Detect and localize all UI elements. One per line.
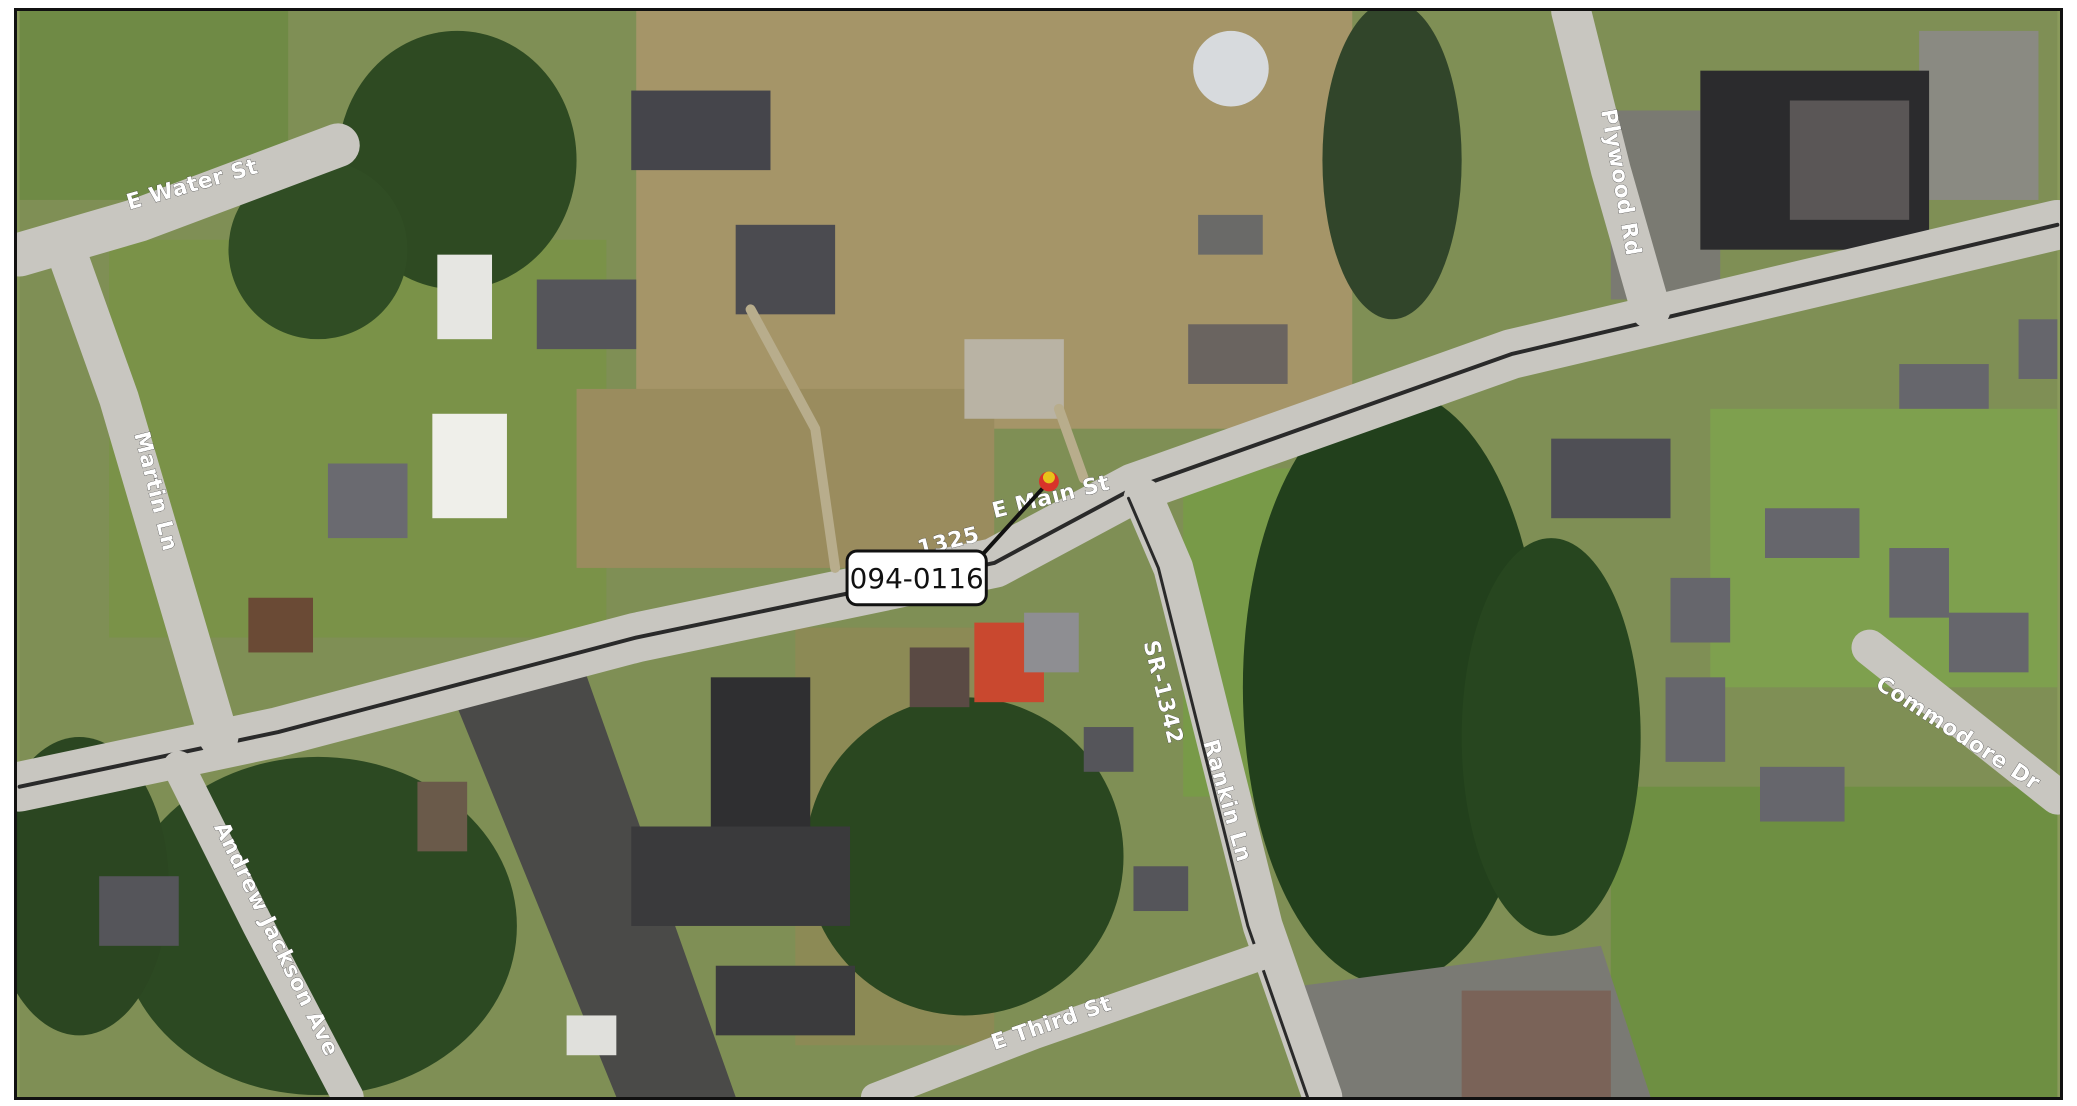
building-east-3 — [1764, 508, 1860, 558]
building-east-6 — [1670, 577, 1731, 643]
field-center — [576, 388, 995, 568]
building-east-5 — [1948, 612, 2029, 673]
building-shed-white-2 — [432, 413, 507, 519]
trees-east-belt-2 — [1461, 538, 1641, 936]
road-andrew-jackson-ave — [162, 750, 364, 1097]
road-network — [17, 11, 2060, 1097]
building-east-7 — [1665, 677, 1726, 762]
building-church-wing — [631, 826, 851, 926]
building-small-4 — [417, 781, 468, 852]
trees-northeast — [1322, 11, 1462, 320]
gravel-lot — [964, 339, 1064, 419]
trees-south-center — [805, 697, 1124, 1016]
parcel-callout-label: 094-0116 — [850, 562, 984, 595]
road-e-main-st-centerline — [17, 222, 2060, 789]
building-house-2 — [735, 224, 836, 315]
building-house-6 — [1024, 612, 1079, 673]
building-small-1 — [1198, 214, 1263, 255]
building-small-2 — [1133, 866, 1189, 912]
parcel-callout-background — [845, 549, 988, 607]
parcel-callout-box[interactable]: 094-0116 — [845, 549, 988, 607]
building-house-3 — [631, 90, 771, 171]
building-small-3 — [1083, 727, 1134, 772]
map-frame[interactable]: E Water St Martin Ln E Main St 1325 Andr… — [14, 8, 2063, 1100]
building-house-1 — [536, 279, 637, 350]
building-industrial-annex — [1789, 100, 1910, 220]
parking-lot-church — [457, 647, 736, 1097]
building-house-7 — [909, 647, 970, 708]
building-east-9 — [2018, 319, 2058, 379]
road-martin-ln — [49, 239, 239, 757]
building-east-1 — [1551, 438, 1671, 519]
road-commodore-dr — [1851, 629, 2060, 815]
road-plywood-rd — [1551, 11, 1671, 330]
building-east-4 — [1889, 548, 1949, 618]
building-east-2 — [1899, 364, 1989, 409]
building-house-4 — [327, 463, 408, 539]
trees-east-belt — [1242, 388, 1542, 986]
building-east-8 — [1760, 766, 1845, 822]
trees-west — [228, 160, 408, 340]
building-small-5 — [99, 876, 179, 946]
building-church-south — [715, 965, 856, 1036]
building-south-brown — [1461, 990, 1611, 1097]
road-rankin-ln — [1123, 478, 1343, 1097]
water-tower — [1193, 30, 1269, 107]
building-small-6 — [566, 1015, 617, 1056]
parcel-marker[interactable] — [1042, 471, 1055, 484]
callout-leader-line — [977, 480, 1051, 560]
building-water-plant — [1188, 324, 1288, 384]
path-dirt-1 — [745, 304, 841, 573]
trees-southwest-2 — [17, 737, 169, 1036]
building-shed-white-1 — [437, 254, 493, 340]
path-dirt-2 — [1053, 403, 1089, 484]
lawn-southeast — [1610, 786, 2058, 1097]
building-house-5 — [248, 597, 314, 653]
road-rankin-ln-edge — [1127, 496, 1310, 1097]
aerial-map[interactable]: E Water St Martin Ln E Main St 1325 Andr… — [17, 11, 2060, 1097]
road-e-third-st — [860, 941, 1277, 1097]
parking-lot-northeast — [1919, 30, 2039, 200]
